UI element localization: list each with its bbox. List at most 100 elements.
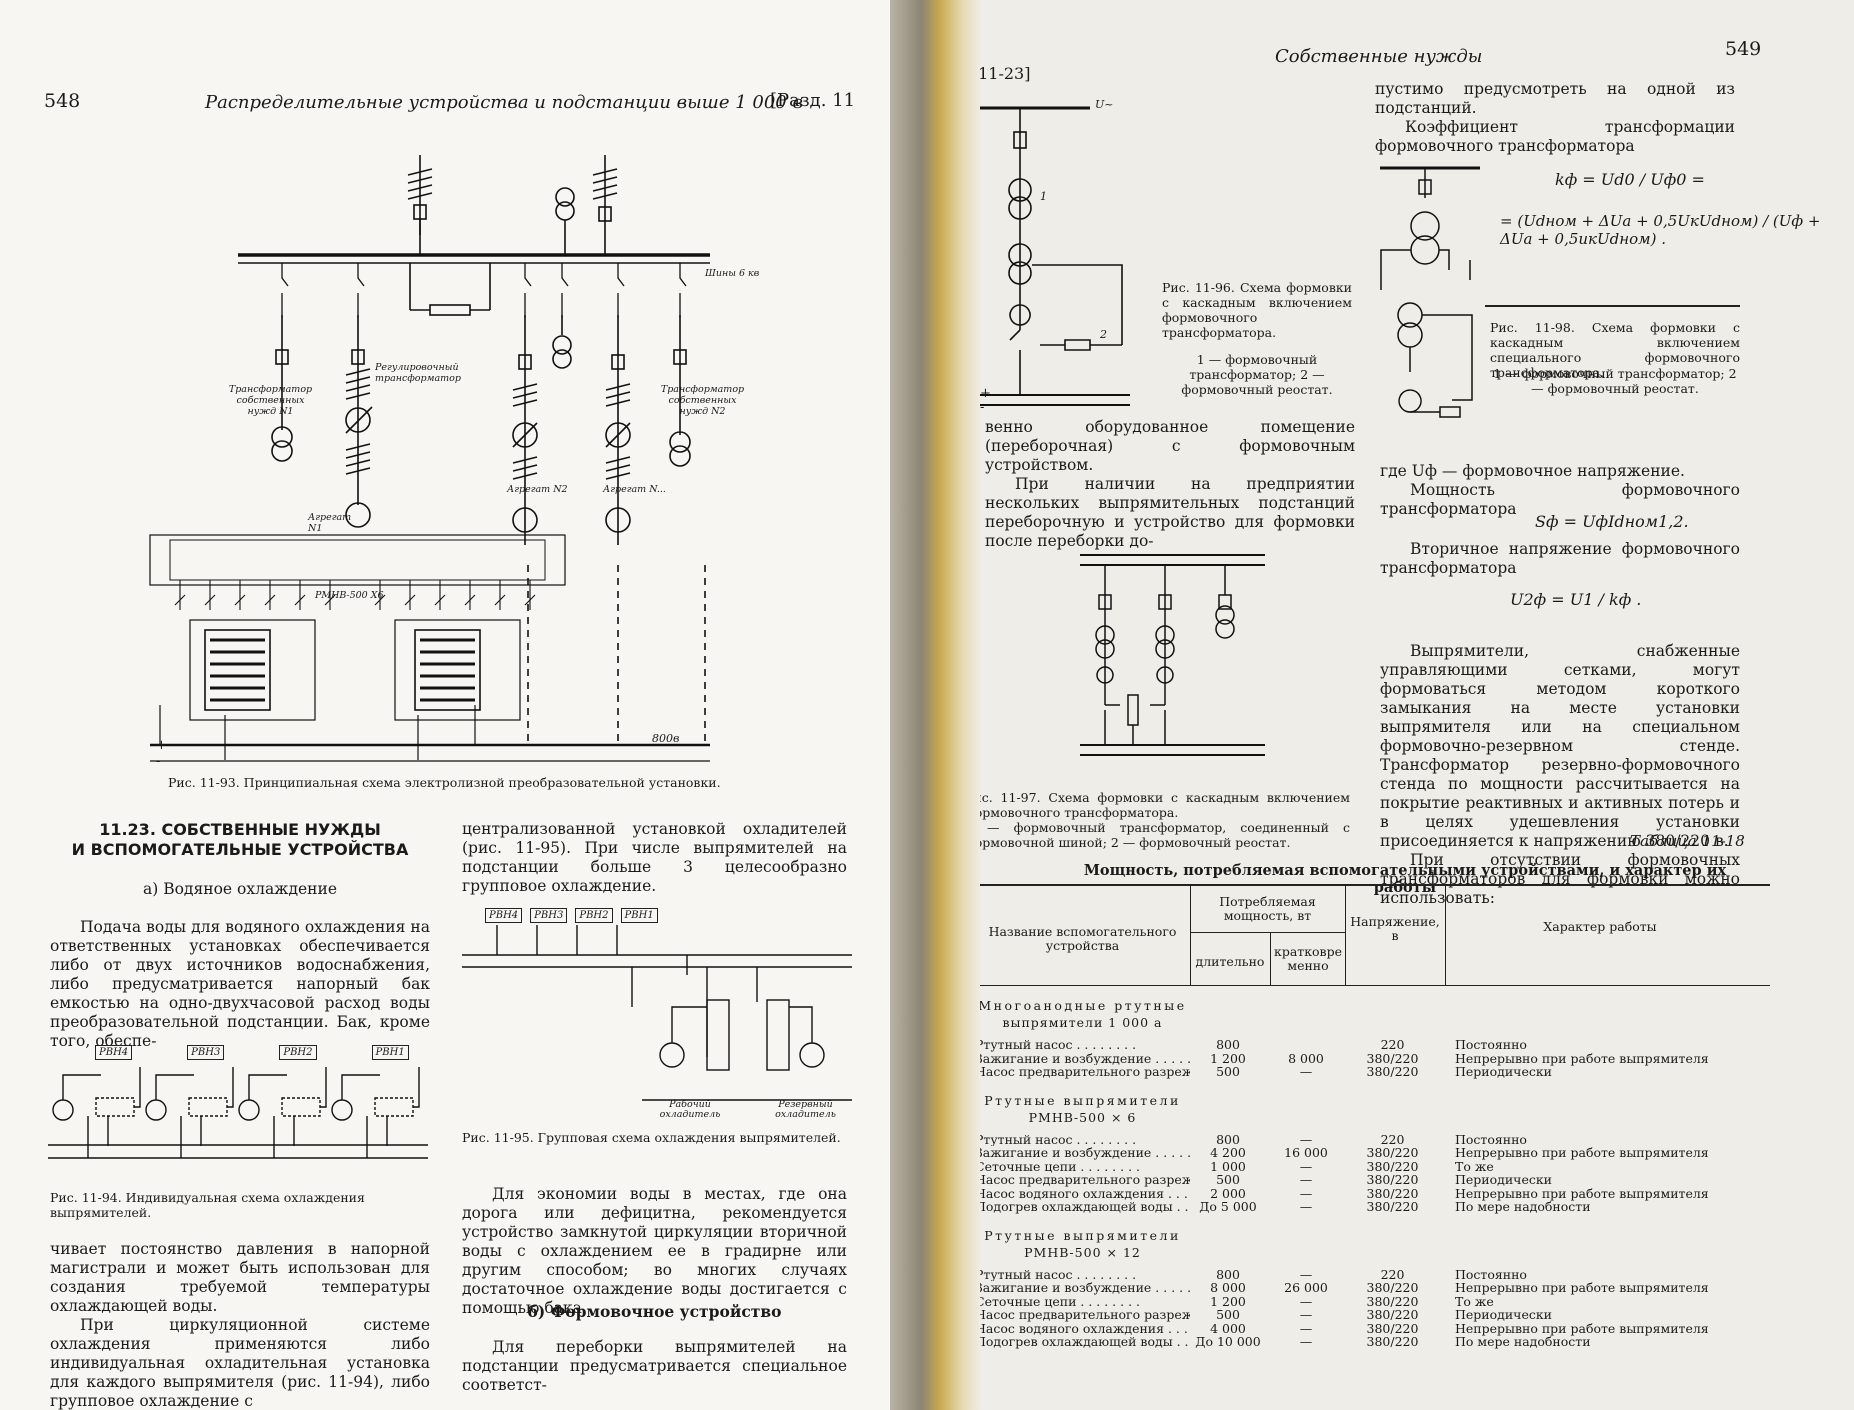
fig95-label-rvn1: РВН1 (620, 908, 658, 923)
table-row-long: 500 (1216, 1307, 1240, 1322)
fig95-label-row: РВН4 РВН3 РВН2 РВН1 (485, 908, 658, 923)
table-row-long: 8 000 (1210, 1280, 1246, 1295)
th-long: длительно (1195, 954, 1265, 969)
fig93-label-agregat2: Агрегат N2 (507, 484, 568, 495)
fig95-label-rvn3: РВН3 (530, 908, 568, 923)
table-row-name: Сеточные цепи . . . . . . . . (980, 1159, 1140, 1173)
table-row-voltage: 380/220 (1366, 1199, 1419, 1214)
table-row-voltage: 380/220 (1366, 1307, 1419, 1322)
fig94-label-rvn3: РВН3 (187, 1045, 225, 1060)
fig94-caption: Рис. 11-94. Индивидуальная схема охлажде… (50, 1190, 365, 1220)
table-row-name: Зажигание и возбуждение . . . . . . . . (980, 1281, 1190, 1295)
subsection-b-title: б) Формовочное устройство (527, 1302, 782, 1321)
table-row-voltage: 220 (1380, 1037, 1405, 1052)
right-text-a: венно оборудованное помещение (перебороч… (985, 418, 1355, 551)
right-text-h: Выпрямители, снабженные управляющими сет… (1380, 642, 1740, 908)
fig94-label-row: РВН4 РВН3 РВН2 РВН1 (95, 1045, 409, 1060)
table-row-short: — (1299, 1266, 1313, 1282)
para-secondary: Вторичное напряжение формовочного трансф… (1380, 540, 1740, 577)
table-group-0-title1: Многоанодные ртутные (980, 998, 1187, 1013)
fig93-label-plus: + (156, 738, 167, 753)
table-row-long: 1 200 (1210, 1293, 1246, 1309)
table-row-name: Насос водяного охлаждения . . . . . . . … (980, 1321, 1190, 1335)
table-row-mode: По мере надобности (1455, 1334, 1591, 1349)
fig98-caption: Рис. 11-98. Схема формовки с каскадным в… (1490, 320, 1740, 380)
left-col2-para2: Для экономии воды в местах, где она доро… (462, 1185, 847, 1318)
table-row-short: 16 000 (1284, 1145, 1328, 1160)
table-vline-4 (1445, 885, 1446, 985)
fig93-incoming-feeder-1 (407, 155, 433, 255)
fig93-label-800v: 800в (652, 732, 680, 745)
table-row-voltage: 220 (1380, 1266, 1405, 1282)
fig-11-93-diagram (149, 155, 710, 762)
table-row-short: — (1299, 1293, 1313, 1309)
table-row-name: Ртутный насос . . . . . . . . (980, 1267, 1137, 1281)
fig95-label-rvn2: РВН2 (575, 908, 613, 923)
table-vline-3 (1345, 885, 1346, 985)
table-row-voltage: 380/220 (1366, 1172, 1419, 1187)
fig93-label-minus: - (156, 754, 161, 769)
para-centralized: централизованной установкой охладителей … (462, 820, 847, 895)
fig93-label-regulating-transformer: Регулировочный трансформатор (375, 362, 461, 384)
table-row-long: 500 (1216, 1064, 1240, 1079)
table-row-name: Зажигание и возбуждение . . . . . . . . (980, 1146, 1190, 1160)
para-water-supply: Подача воды для водяного охлаждения на о… (50, 918, 430, 1050)
table-row-name: Зажигание и возбуждение . . . . . . . . (980, 1051, 1190, 1065)
fig96-label-plus: + (980, 386, 991, 401)
formula-k-full: = (Udном + ΔUa + 0,5UкUdном) / (Uф + ΔUa… (1500, 212, 1821, 248)
table-row-name: Ртутный насос . . . . . . . . (980, 1038, 1137, 1052)
table-label: Таблица 11-18 (1630, 832, 1745, 850)
right-page-number: 549 (1725, 38, 1762, 60)
formula-k: kф = Ud0 / Uф0 = (1555, 170, 1705, 189)
table-row-mode: То же (1455, 1293, 1494, 1309)
fig96-label-2: 2 (1100, 328, 1107, 341)
fig96-label-minus: - (980, 400, 985, 415)
table-row-short: — (1299, 1064, 1313, 1079)
th-mode: Характер работы (1543, 919, 1657, 934)
left-page-number: 548 (44, 90, 81, 112)
fig96-legend: 1 — формовочный трансформатор; 2 — формо… (1181, 352, 1333, 397)
fig93-label-bus: Шины 6 кв (705, 268, 760, 279)
right-text-c: пустимо предусмотреть на одной из подста… (1375, 80, 1735, 156)
formula-s: Sф = UфIdном1,2. (1535, 512, 1689, 531)
fig93-label-tsn2: Трансформатор собственных нужд N2 (660, 384, 745, 417)
table-row-mode: Периодически (1455, 1064, 1552, 1079)
table-row-mode: Непрерывно при работе выпрямителя (1455, 1280, 1709, 1295)
para-where: где Uф — формовочное напряжение. (1380, 462, 1685, 480)
left-running-head: Распределительные устройства и подстанци… (205, 92, 803, 113)
th-short: кратковременно (1274, 944, 1342, 973)
section-title-line2: И ВСПОМОГАТЕЛЬНЫЕ УСТРОЙСТВА (71, 840, 409, 859)
th-name: Название вспомогательного устройства (988, 924, 1177, 953)
table-group-2-title1: Ртутные выпрямители (984, 1227, 1181, 1243)
fig-11-96-diagram (980, 106, 1130, 406)
fig96-label-1: 1 (1040, 190, 1047, 203)
table-row-short: — (1299, 1334, 1313, 1349)
table-row-mode: Непрерывно при работе выпрямителя (1455, 1320, 1709, 1336)
table-row-name: Насос предварительного разрежения . . . … (980, 1065, 1190, 1079)
table-row-mode: Постоянно (1455, 1131, 1527, 1147)
book-gutter (890, 0, 980, 1410)
table-row-mode: По мере надобности (1455, 1199, 1591, 1214)
fig98-divider (1485, 305, 1740, 307)
table-row-voltage: 380/220 (1366, 1050, 1419, 1066)
fig97-caption: Рис. 11-97. Схема формовки с каскадным в… (980, 790, 1350, 820)
subsection-a-title: а) Водяное охлаждение (143, 880, 337, 898)
table-row-short: 26 000 (1284, 1280, 1328, 1295)
table-row-name: Подогрев охлаждающей воды . . . . . . . … (980, 1200, 1190, 1214)
table-row-mode: Постоянно (1455, 1266, 1527, 1282)
para-one-substation: пустимо предусмотреть на одной из подста… (1375, 80, 1735, 117)
fig93-rmnv-block-right (394, 619, 521, 721)
table-row-mode: Непрерывно при работе выпрямителя (1455, 1050, 1709, 1066)
fig94-label-rvn1: РВН1 (371, 1045, 409, 1060)
para-several-substations: При наличии на предприятии нескольких вы… (985, 475, 1355, 550)
table-row-long: 800 (1216, 1131, 1240, 1147)
fig95-caption: Рис. 11-95. Групповая схема охлаждения в… (462, 1130, 841, 1145)
table-header-rule (980, 985, 1770, 987)
table-row-voltage: 380/220 (1366, 1280, 1419, 1295)
table-group-1-title1: Ртутные выпрямители (984, 1092, 1181, 1108)
table-vline-1 (1190, 885, 1191, 985)
th-voltage: Напряжение, в (1350, 914, 1440, 943)
fig93-caption: Рис. 11-93. Принципиальная схема электро… (168, 775, 721, 790)
table-row-name: Ртутный насос . . . . . . . . (980, 1132, 1137, 1146)
table-row-short: — (1299, 1158, 1313, 1174)
